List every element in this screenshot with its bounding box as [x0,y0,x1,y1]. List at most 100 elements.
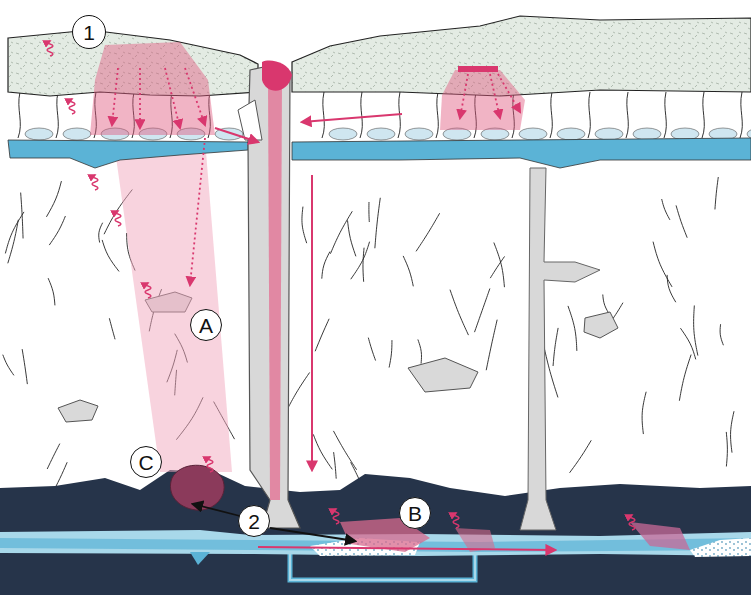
callout-label: C [138,452,153,473]
fracture-line [8,220,19,263]
fracture-line [494,243,505,288]
epikarst-fissure [702,92,704,138]
fracture-line [403,256,413,286]
callout-label: 2 [248,511,260,532]
seepage-arrow [139,68,141,128]
fracture-line [5,212,24,254]
callout-label: A [199,315,213,336]
volatilization-symbol [47,41,53,56]
fracture-line [46,181,61,217]
fracture-line [49,216,65,245]
fracture-line [375,198,380,248]
callout-circle: C [130,446,162,478]
fracture-line [47,444,60,469]
fracture-line [486,320,497,371]
contaminant-plume [630,522,690,550]
fracture-line [102,240,119,272]
volatilization-symbol [629,515,635,530]
fracture-line [726,432,727,467]
soil-layer [292,16,751,96]
fracture-line [315,319,329,351]
callout-leaders [193,504,355,541]
soil-plume [440,70,525,130]
epikarst-pool [633,128,661,140]
fracture-line [720,324,723,345]
fracture-line [418,339,422,363]
fracture-line [694,305,698,355]
rock-block [238,100,262,140]
fracture-line [416,213,440,251]
fracture-line [48,278,55,305]
fracture-line [333,431,356,470]
perched-water [292,138,751,168]
volatilization-symbol [207,457,213,472]
epikarst-pool [25,128,53,140]
callout-circle: A [190,309,222,341]
callout-leader [193,504,240,516]
volatilization-symbol [453,513,459,528]
contaminant-plume [340,518,430,552]
sinkhole-input [262,61,292,91]
volatilization-symbol [333,509,339,524]
contaminant-pool [170,465,224,510]
fracture-line [109,318,115,339]
fracture-line [544,346,558,398]
fracture-line [368,202,369,222]
volatilization-symbol [145,283,151,298]
volatilization-symbol [115,211,121,226]
epikarst-pool [557,128,585,140]
fracture-line [662,199,670,220]
fracture-line [667,275,676,302]
epikarst-pool [63,128,91,140]
callout-label: B [408,503,422,524]
seepage-arrow [190,138,205,285]
fracture-line [99,223,103,243]
solution-shaft [520,168,600,530]
fracture-line [568,306,577,351]
fracture-line [322,252,330,279]
fracture-line [389,340,392,367]
epikarst-pool [329,128,357,140]
callout-label: 1 [83,22,95,43]
fracture-line [680,328,695,359]
rock-clast [58,400,98,422]
fracture-line [287,372,309,408]
flow-arrow [311,175,313,470]
volatilization-symbols [47,41,635,530]
epikarst-fissure [322,92,324,138]
fracture-line [22,349,27,384]
bedrock-layer [0,470,751,595]
epikarst-pool [595,128,623,140]
flow-arrows [215,114,555,550]
volatilization-symbol [69,99,75,114]
shaft-flow [268,80,282,500]
sediment-deposit [690,538,751,557]
seepage-arrow [185,68,205,125]
callout-circle: B [399,497,431,529]
fracture-line [570,440,592,473]
fracture-line [3,355,14,376]
spill-source [458,66,498,72]
perched-water [8,140,248,168]
conduit-drip [190,552,210,565]
fracture-line [475,289,490,333]
fracture-line [553,328,558,366]
fracture-line [676,205,687,237]
epikarst-fissure [740,92,742,138]
fracture-line [715,177,718,209]
callout-leader [270,528,355,541]
epikarst-pool [367,128,395,140]
epikarst-fissure [436,92,438,138]
fracture-line [313,434,332,469]
epikarst-pool [405,128,433,140]
epikarst-fissure [550,92,552,138]
volatilization-symbol [92,175,98,190]
flow-arrow [258,547,555,550]
seepage-arrow [498,74,520,112]
soil-plume [90,42,215,135]
fracture-line [348,220,356,256]
fracture-line [490,256,504,278]
